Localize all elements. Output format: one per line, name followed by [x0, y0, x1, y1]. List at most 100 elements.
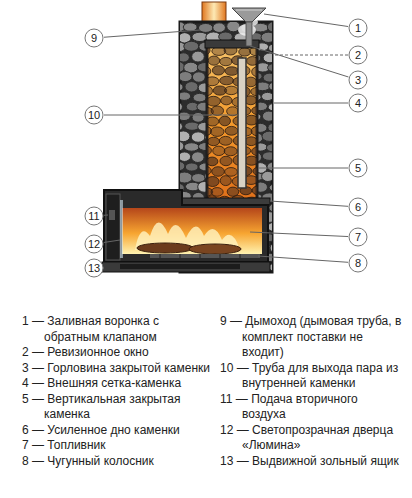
funnel-rim — [236, 10, 262, 11]
stone — [268, 63, 272, 72]
stone — [220, 156, 232, 165]
stone — [251, 87, 257, 95]
stone — [227, 107, 239, 116]
callout-circle — [85, 29, 103, 47]
stone — [225, 86, 238, 94]
log — [189, 244, 241, 254]
stone — [219, 116, 230, 126]
stone — [253, 167, 257, 175]
stone — [180, 102, 182, 112]
stone — [180, 92, 191, 101]
stone — [270, 242, 272, 253]
stone — [261, 32, 272, 42]
part-name: 5 — Вертикальная закрытая каменка — [22, 392, 210, 423]
stone — [224, 147, 237, 156]
stone — [180, 141, 184, 152]
stone — [211, 106, 223, 115]
stone — [191, 152, 204, 163]
part-name: 10 — Труба для выхода пара из внутренней… — [220, 361, 404, 392]
steam-pipe — [238, 58, 246, 188]
stone — [245, 137, 257, 146]
stone — [263, 73, 272, 82]
stone — [180, 72, 192, 82]
callout-number: 6 — [349, 198, 367, 216]
stone — [207, 117, 219, 126]
callout-number: 2 — [349, 46, 367, 64]
part-name: 2 — Ревизионное окно — [22, 345, 210, 361]
leader-line — [264, 14, 348, 27]
stone — [268, 103, 272, 111]
stone — [207, 146, 211, 155]
log — [137, 243, 193, 253]
stone — [192, 112, 204, 122]
stone — [207, 96, 220, 106]
part-list: 9 — Дымоход (дымовая труба, в комплект п… — [220, 314, 404, 469]
part-name: 11 — Подача вторичного воздуха — [220, 392, 404, 423]
stone — [252, 186, 257, 195]
callout-number: 1 — [349, 19, 367, 37]
stone — [192, 72, 205, 82]
stone — [269, 82, 272, 91]
callout-number: 11 — [85, 207, 103, 225]
stone — [180, 152, 191, 161]
callout-circle — [349, 198, 367, 216]
stone — [184, 41, 199, 51]
part-name: 4 — Внешняя сетка-каменка — [22, 376, 210, 392]
stone — [207, 157, 218, 166]
stone — [266, 144, 272, 152]
leader-lines — [85, 14, 367, 277]
stone — [252, 147, 257, 156]
stone — [225, 67, 239, 76]
leader-line — [250, 232, 348, 237]
grate — [150, 254, 260, 258]
leader-line — [104, 215, 108, 216]
stone — [208, 56, 219, 65]
callout-number: 8 — [349, 254, 367, 272]
stone — [213, 146, 225, 155]
callout-number: 4 — [349, 94, 367, 112]
stone — [251, 127, 257, 136]
stone — [211, 188, 223, 197]
leader-line — [258, 168, 348, 169]
callout-circle — [85, 207, 103, 225]
stone — [247, 57, 257, 66]
stone — [185, 163, 198, 171]
stone — [252, 67, 257, 77]
leader-line — [258, 256, 348, 262]
stone — [212, 66, 224, 75]
stone — [180, 83, 183, 91]
part-name: 13 — Выдвижной зольный ящик — [220, 454, 404, 470]
stone — [191, 132, 205, 142]
callout-number: 3 — [349, 71, 367, 89]
stone — [212, 167, 225, 177]
part-list: 1 — Заливная воронка с обратным клапаном… — [22, 314, 210, 469]
air-inlet — [109, 210, 115, 220]
callout-circle — [349, 19, 367, 37]
leader-line — [274, 103, 348, 104]
stone — [207, 86, 212, 96]
callout-number: 7 — [349, 228, 367, 246]
leader-line — [274, 55, 348, 56]
stone — [207, 166, 211, 175]
callout-number: 13 — [85, 259, 103, 277]
leader-line — [104, 30, 200, 37]
stone — [208, 137, 220, 145]
stone — [220, 57, 232, 65]
glass-door — [120, 200, 123, 258]
stone — [213, 23, 226, 33]
stone — [239, 48, 251, 56]
stone — [220, 76, 234, 85]
stone — [267, 22, 272, 32]
stone — [207, 77, 219, 86]
stone — [180, 131, 190, 142]
part-name: 12 — Светопрозрачная дверца «Люмина» — [220, 423, 404, 454]
stone — [180, 122, 183, 131]
stone — [262, 111, 272, 121]
callout-circle — [85, 259, 103, 277]
stone — [207, 177, 219, 187]
stone — [221, 96, 232, 105]
stone — [262, 131, 272, 141]
stone — [262, 152, 272, 161]
stone — [210, 127, 224, 136]
stone — [184, 143, 199, 151]
